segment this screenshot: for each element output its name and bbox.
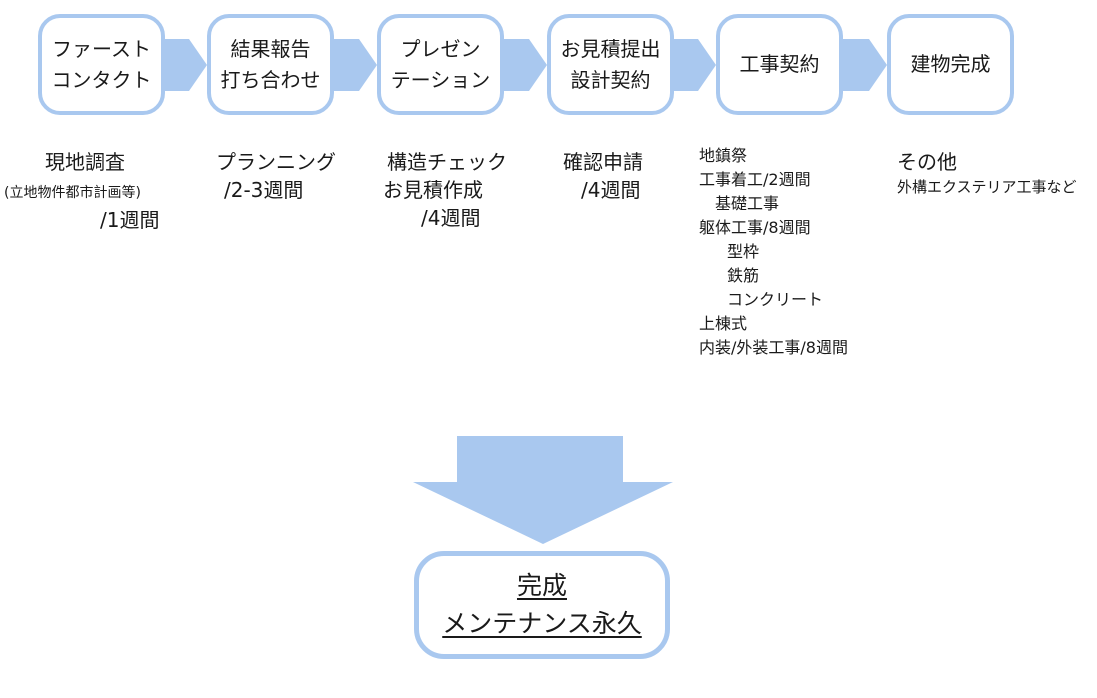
- detail-note: (立地物件都市計画等): [4, 185, 141, 201]
- detail-duration: /1週間: [100, 208, 160, 232]
- step-label-line1: 建物完成: [910, 52, 991, 76]
- step-label-line1: プレゼン: [400, 36, 481, 61]
- detail-main: 現地調査: [45, 150, 125, 174]
- step-label-line2: 打ち合わせ: [220, 67, 321, 92]
- step-box-estimate-design-contract: お見積提出 設計契約: [547, 14, 674, 115]
- detail-step1: 現地調査 (立地物件都市計画等) /1週間: [0, 148, 196, 234]
- completion-maintenance-box: 完成 メンテナンス永久: [414, 551, 670, 659]
- detail-line: コンクリート: [727, 290, 824, 309]
- step-box-report-meeting: 結果報告 打ち合わせ: [207, 14, 334, 115]
- detail-main: 構造チェック: [387, 150, 507, 174]
- detail-line: 型枠: [727, 242, 760, 261]
- detail-main: 確認申請: [563, 150, 643, 174]
- detail-step3: 構造チェック お見積作成 /4週間: [383, 148, 533, 232]
- step-label-line2: 設計契約: [570, 67, 651, 92]
- step-box-building-completion: 建物完成: [887, 14, 1014, 115]
- detail-step5: 地鎮祭 工事着工/2週間 基礎工事 躯体工事/8週間 型枠 鉄筋 コンクリート …: [699, 144, 899, 360]
- detail-main: プランニング: [216, 150, 336, 174]
- detail-line: 内装/外装工事/8週間: [699, 338, 848, 357]
- down-arrow-icon: [413, 436, 673, 548]
- step-label-line1: ファースト: [52, 36, 151, 61]
- detail-step2: プランニング /2-3週間: [216, 148, 356, 204]
- detail-duration: /4週間: [581, 178, 641, 202]
- detail-duration: /4週間: [421, 206, 481, 230]
- step-label-line1: 結果報告: [230, 36, 311, 61]
- final-label-line2: メンテナンス永久: [442, 609, 642, 638]
- detail-step4: 確認申請 /4週間: [563, 148, 693, 204]
- detail-duration: /2-3週間: [224, 178, 304, 202]
- detail-main: その他: [897, 150, 957, 174]
- step-label-line2: テーション: [390, 67, 491, 92]
- step-label-line1: 工事契約: [739, 52, 820, 76]
- step-label-line2: コンタクト: [51, 67, 152, 92]
- detail-line: 基礎工事: [715, 194, 780, 213]
- step-box-construction-contract: 工事契約: [716, 14, 843, 115]
- detail-line: 地鎮祭: [699, 146, 748, 165]
- step-box-presentation: プレゼン テーション: [377, 14, 504, 115]
- detail-sub: 外構エクステリア工事など: [897, 178, 1077, 196]
- step-box-first-contact: ファースト コンタクト: [38, 14, 165, 115]
- detail-main: お見積作成: [383, 178, 483, 202]
- step-label-line1: お見積提出: [560, 36, 661, 61]
- detail-line: 上棟式: [699, 314, 748, 333]
- detail-line: 鉄筋: [727, 266, 760, 285]
- detail-line: 工事着工/2週間: [699, 170, 811, 189]
- detail-line: 躯体工事/8週間: [699, 218, 811, 237]
- detail-step6: その他 外構エクステリア工事など: [897, 148, 1092, 198]
- final-label-line1: 完成: [516, 571, 567, 600]
